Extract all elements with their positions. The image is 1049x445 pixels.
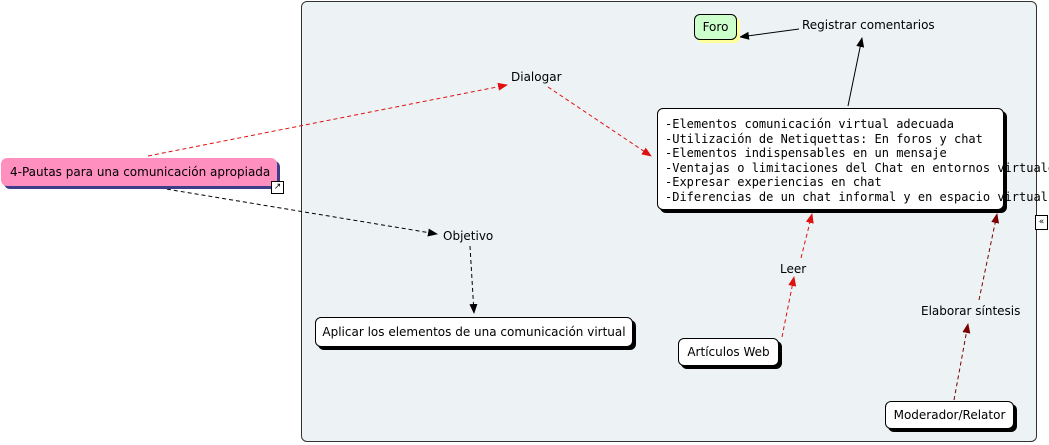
link-label-objetivo[interactable]: Objetivo bbox=[443, 229, 494, 243]
double-chevron-left-icon[interactable]: « bbox=[1035, 215, 1048, 230]
connector-elaborar-elementos bbox=[978, 213, 1000, 301]
connector-leer-elementos bbox=[800, 213, 814, 259]
node-articulos-label: Artículos Web bbox=[687, 345, 770, 359]
node-moderador[interactable]: Moderador/Relator bbox=[885, 401, 1014, 429]
elementos-line: -Elementos comunicación virtual adecuada bbox=[665, 117, 954, 131]
node-articulos[interactable]: Artículos Web bbox=[678, 338, 779, 366]
connector-pautas-dialogar bbox=[147, 82, 508, 157]
node-foro[interactable]: Foro bbox=[694, 14, 737, 40]
node-moderador-label: Moderador/Relator bbox=[893, 408, 1006, 422]
elementos-line: -Utilización de Netiquettas: En foros y … bbox=[665, 131, 983, 146]
node-foro-label: Foro bbox=[702, 20, 729, 34]
elementos-line: -Ventajas o limitaciones del Chat en ent… bbox=[665, 160, 1049, 175]
expand-arrow-icon[interactable]: ↗ bbox=[271, 181, 284, 194]
node-pautas-label: 4-Pautas para una comunicación apropiada bbox=[10, 165, 271, 179]
connector-pautas-objetivo bbox=[159, 187, 438, 237]
connector-articulos-leer bbox=[781, 276, 797, 338]
link-label-leer[interactable]: Leer bbox=[780, 262, 807, 276]
link-label-elaborar[interactable]: Elaborar síntesis bbox=[921, 304, 1021, 318]
map-canvas bbox=[301, 1, 1037, 442]
connector-objetivo-aplicar bbox=[469, 245, 478, 314]
connector-elementos-registrar bbox=[847, 37, 865, 107]
node-pautas[interactable]: 4-Pautas para una comunicación apropiada bbox=[1, 158, 277, 186]
elementos-line: -Diferencias de un chat informal y en es… bbox=[665, 189, 1048, 204]
node-elementos[interactable]: -Elementos comunicación virtual adecuada… bbox=[657, 108, 1049, 210]
connector-moderador-elaborar bbox=[953, 323, 971, 401]
connector-dialogar-elementos bbox=[547, 86, 652, 157]
node-aplicar-label: Aplicar los elementos de una comunicació… bbox=[322, 325, 626, 339]
link-label-registrar[interactable]: Registrar comentarios bbox=[802, 18, 935, 32]
link-label-dialogar[interactable]: Dialogar bbox=[511, 70, 562, 84]
connector-registrar-foro bbox=[739, 28, 800, 40]
node-aplicar[interactable]: Aplicar los elementos de una comunicació… bbox=[315, 317, 633, 347]
elementos-line: -Expresar experiencias en chat bbox=[665, 175, 882, 190]
elementos-line: -Elementos indispensables en un mensaje bbox=[665, 146, 947, 161]
